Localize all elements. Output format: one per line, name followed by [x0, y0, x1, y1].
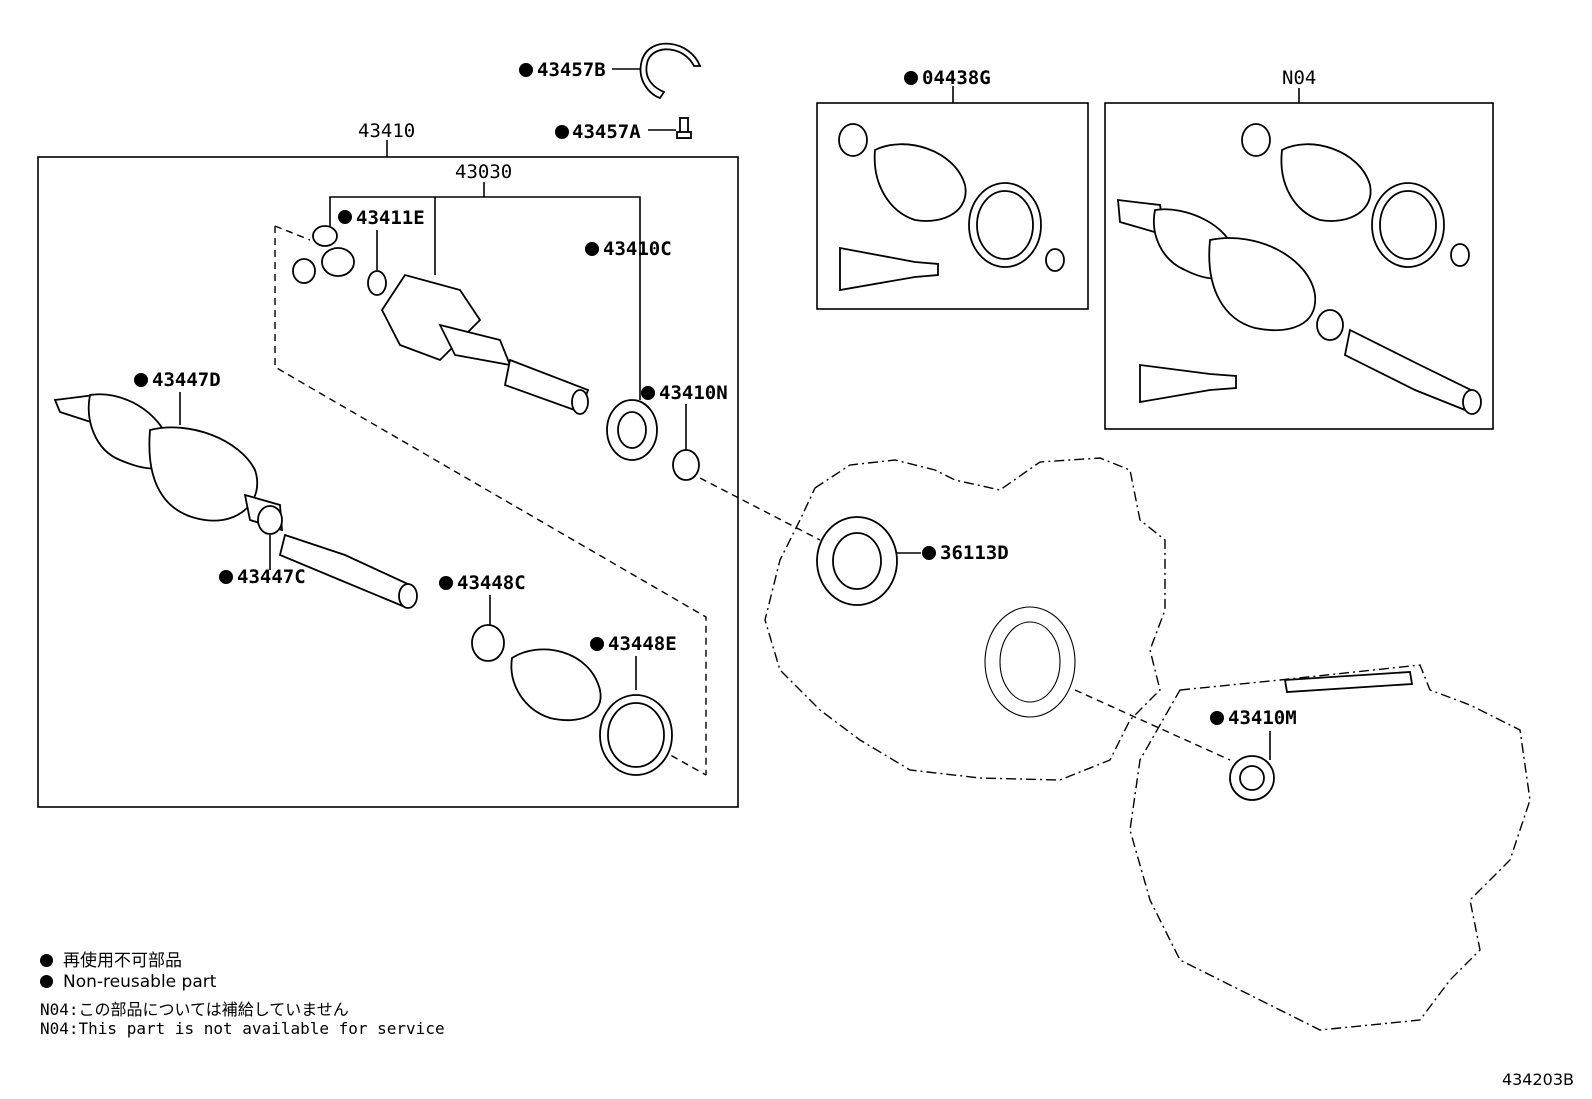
label-43030: 43030 — [455, 161, 512, 183]
label-43447D: 43447D — [152, 369, 221, 391]
label-43410M: 43410M — [1228, 707, 1297, 729]
label-43410C: 43410C — [603, 238, 672, 260]
legend-non-reusable-en: Non-reusable part — [40, 972, 216, 992]
label-43457A: 43457A — [572, 121, 641, 143]
label-04438G: 04438G — [922, 67, 991, 89]
assembly-box-43410 — [37, 156, 739, 808]
legend-non-reusable-jp: 再使用不可部品 — [40, 946, 182, 971]
transmission-lower-outline — [1129, 664, 1531, 1031]
legend-text-jp: 再使用不可部品 — [63, 951, 182, 971]
bullet-icon — [40, 975, 53, 988]
legend-n04-jp: N04:この部品については補給していません — [40, 1000, 349, 1019]
label-43447C: 43447C — [237, 566, 306, 588]
legend-text-en: Non-reusable part — [63, 972, 217, 992]
label-N04: N04 — [1282, 67, 1316, 89]
label-43411E: 43411E — [356, 207, 425, 229]
bullet-icon — [40, 954, 53, 967]
transaxle-case-outline — [764, 457, 1166, 781]
label-43448E: 43448E — [608, 633, 677, 655]
label-36113D: 36113D — [940, 542, 1009, 564]
legend-n04-en: N04:This part is not available for servi… — [40, 1019, 445, 1038]
label-43448C: 43448C — [457, 572, 526, 594]
figure-number: 434203B — [1501, 1070, 1574, 1089]
label-43410N: 43410N — [659, 382, 728, 404]
label-43410: 43410 — [358, 120, 415, 142]
label-43457B: 43457B — [537, 59, 606, 81]
